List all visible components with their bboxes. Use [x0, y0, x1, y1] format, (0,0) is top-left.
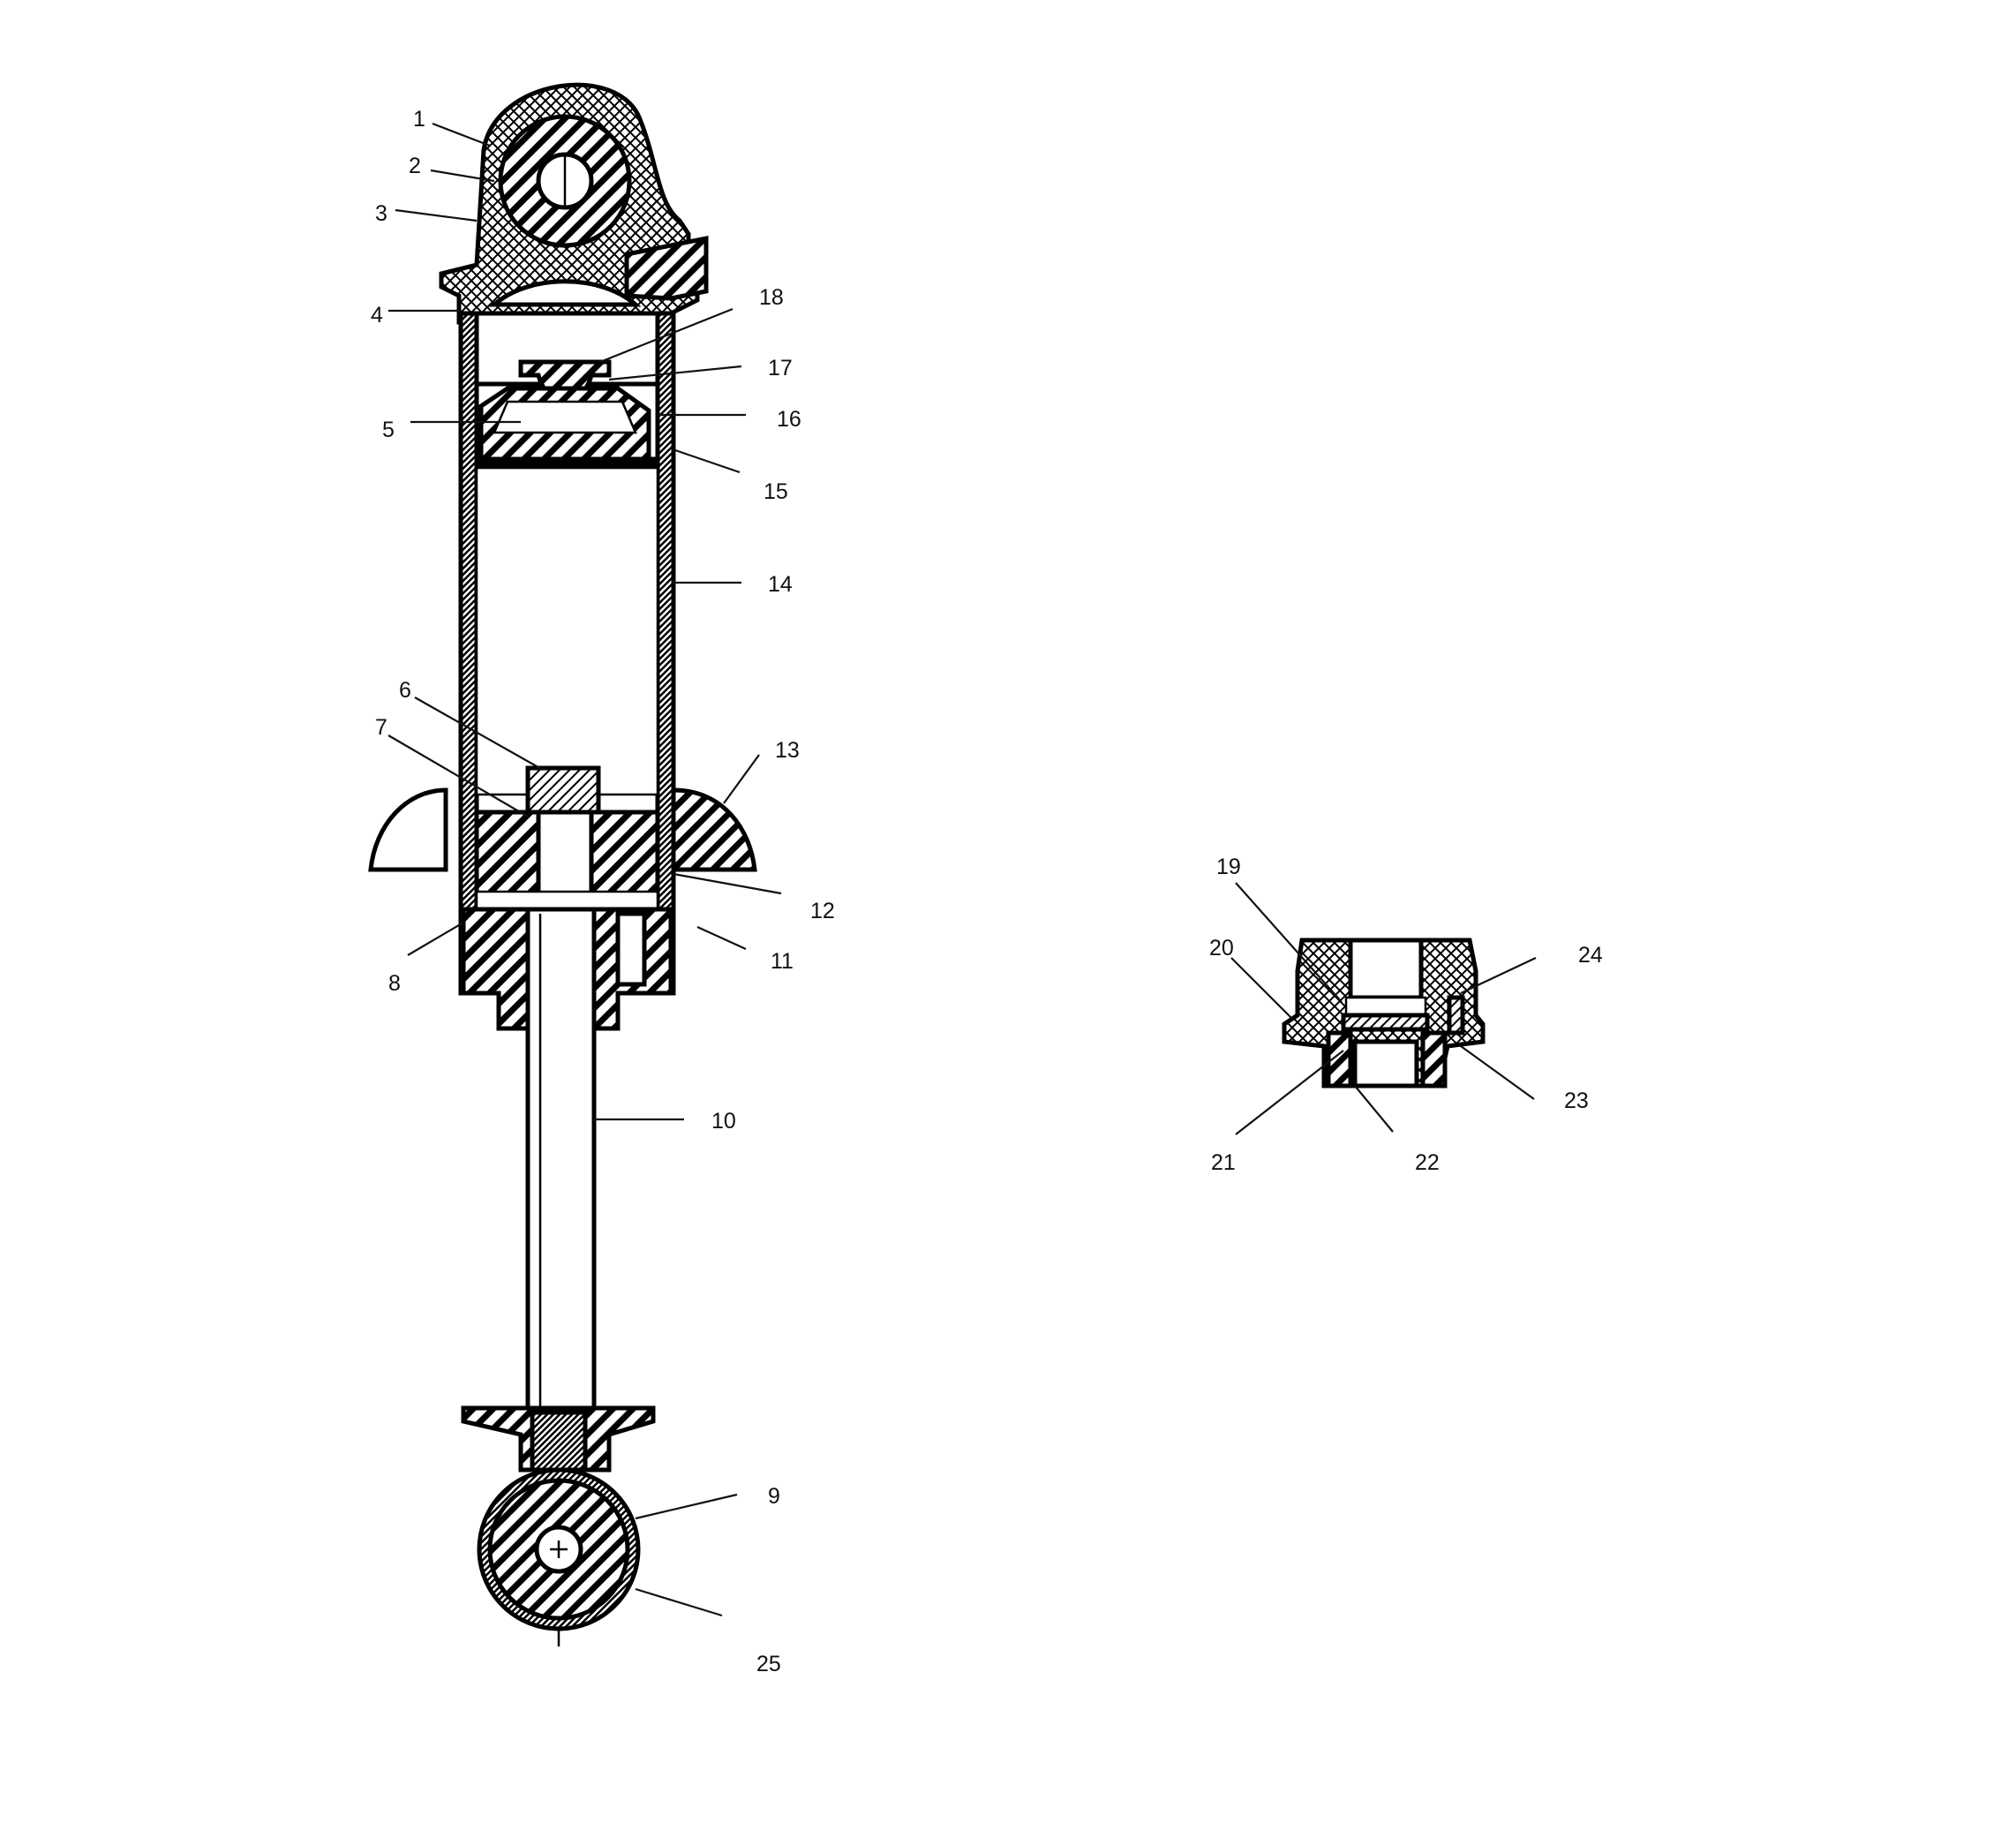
callout-10: 10 [711, 1109, 736, 1134]
leader-lines [387, 122, 1537, 1617]
seal-head-detail-drawing [1282, 938, 1486, 1089]
callout-18: 18 [759, 285, 784, 310]
callout-14: 14 [768, 572, 793, 597]
callout-6: 6 [399, 678, 411, 703]
callout-13: 13 [775, 738, 800, 763]
callout-4: 4 [371, 303, 383, 328]
callout-3: 3 [375, 201, 387, 226]
callout-24: 24 [1578, 943, 1603, 968]
spring-seat-left [368, 787, 448, 872]
callout-20: 20 [1209, 936, 1234, 960]
callout-1: 1 [413, 107, 425, 132]
callout-25: 25 [756, 1652, 781, 1676]
callout-16: 16 [777, 407, 801, 432]
shock-absorber-drawing [368, 82, 757, 1646]
spring-seat-right [671, 787, 757, 872]
callout-22: 22 [1415, 1150, 1440, 1175]
callout-9: 9 [768, 1484, 780, 1509]
callout-2: 2 [409, 154, 421, 178]
callout-19: 19 [1216, 855, 1241, 879]
callout-12: 12 [810, 899, 835, 923]
callout-7: 7 [375, 715, 387, 740]
side-valve [624, 235, 709, 301]
callout-8: 8 [388, 971, 401, 996]
cylinder-left-wall [458, 311, 479, 996]
callout-labels: 1 2 3 4 5 6 7 8 9 10 11 12 13 14 15 16 1… [371, 107, 1603, 1676]
piston-rod [525, 907, 597, 1420]
callout-23: 23 [1564, 1089, 1589, 1113]
callout-21: 21 [1211, 1150, 1236, 1175]
piston-nut [525, 765, 601, 815]
callout-11: 11 [771, 949, 794, 974]
callout-17: 17 [768, 356, 793, 380]
callout-5: 5 [382, 418, 395, 442]
callout-15: 15 [764, 479, 788, 504]
